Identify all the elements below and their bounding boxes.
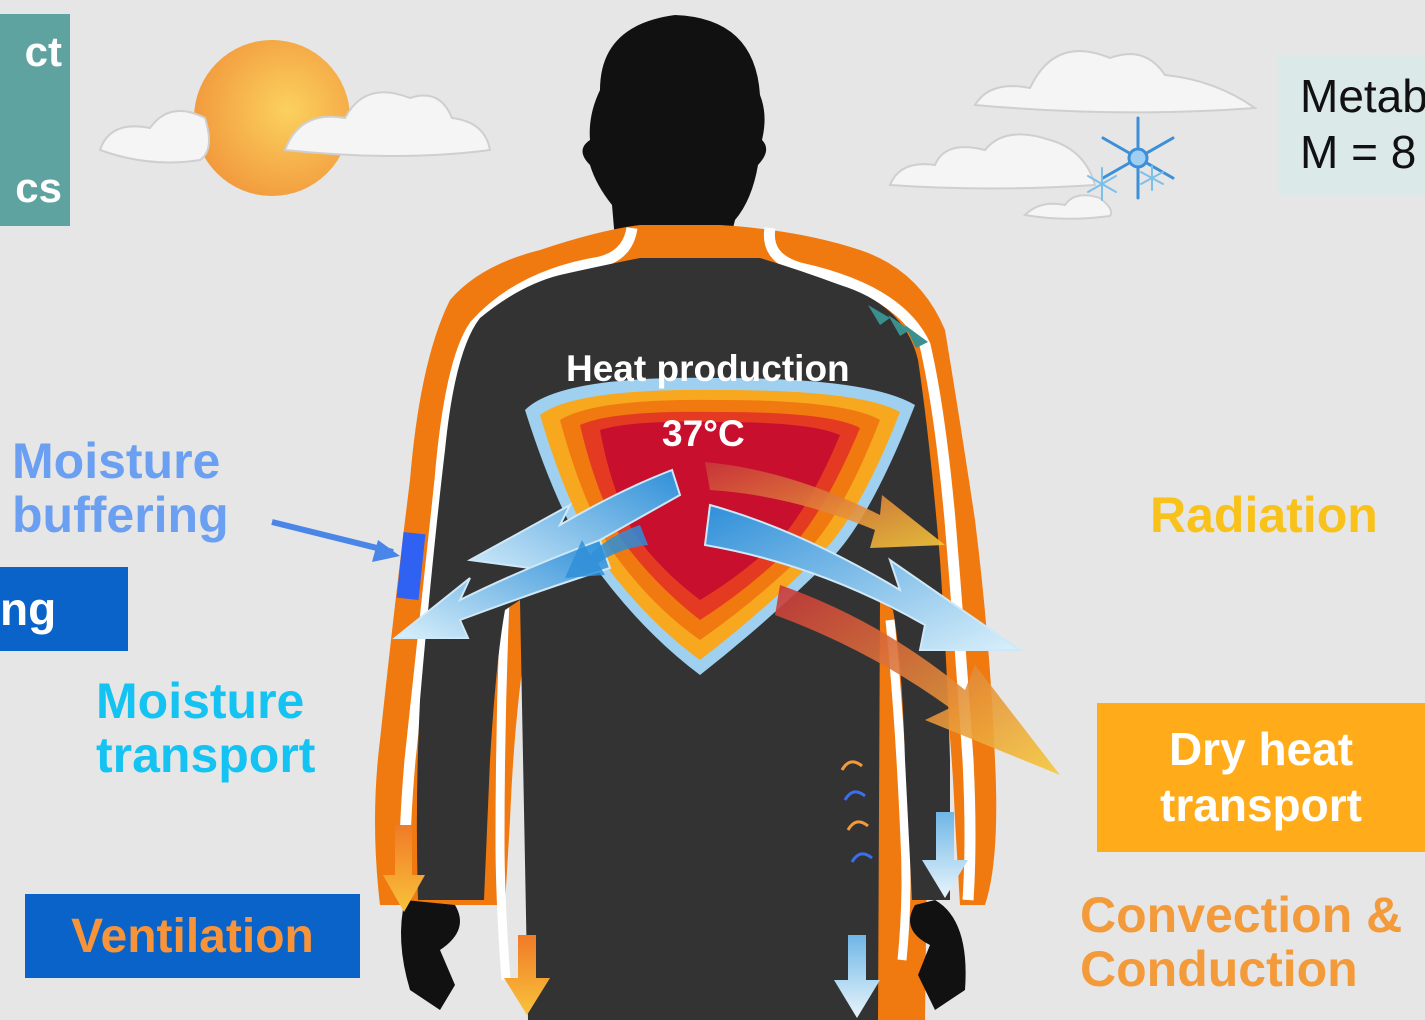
moisture-arrow-left-lower [392,538,612,639]
core-temperature-label: 37°C [662,413,745,454]
heat-production-label: Heat production [566,348,850,389]
shoulder-arrows-icon [868,305,928,348]
buffering-pointer-head [372,540,400,562]
moisture-transport-label: Moisture transport [96,674,315,782]
clothing-box: ng [0,567,128,651]
convection-line-2: Conduction [1080,941,1358,997]
top-left-info-box: ct cs [0,14,70,226]
sun-icon [194,40,350,196]
moisture-transport-line-2: transport [96,727,316,783]
snowflake-icon [1101,116,1175,200]
ventilation-arrow-bottom-right [834,935,880,1018]
metabolic-line-1: Metab [1300,70,1425,122]
moisture-arrow-small [565,525,648,578]
snowflake-icon [1087,165,1164,201]
buffering-pointer-line [271,519,394,555]
dry-heat-line-1: Dry heat [1168,723,1354,776]
dry-heat-line-2: transport [1160,778,1362,831]
ventilation-box: Ventilation [25,894,360,978]
heat-arrow-lower [775,585,1060,775]
metabolic-rate-box: Metab M = 8 [1278,55,1425,195]
buffering-marker [396,532,426,600]
heat-arrow-upper [705,462,945,548]
moisture-buffering-line-1: Moisture [12,433,221,489]
cloud-icon [98,91,492,164]
ventilation-arrow-right [922,812,968,898]
top-left-box-line-1: ct [24,28,62,75]
moisture-buffering-label: Moisture buffering [12,434,229,542]
ventilation-arrow-bottom [504,935,550,1015]
moisture-transport-line-1: Moisture [96,673,305,729]
metabolic-line-2: M = 8 [1300,126,1417,178]
convection-line-1: Convection & [1080,887,1403,943]
ventilation-arrow-left [383,825,425,912]
clothing-box-label: ng [0,583,57,635]
convection-curl-icon [840,760,873,863]
radiation-label: Radiation [1150,487,1378,543]
dry-heat-transport-box: Dry heat transport [1097,703,1425,852]
ventilation-label: Ventilation [71,909,314,963]
moisture-arrow-right [703,503,1024,651]
top-left-box-line-3: cs [15,164,62,211]
convection-conduction-label: Convection & Conduction [1080,888,1402,996]
cloud-icon [888,50,1258,220]
moisture-buffering-line-2: buffering [12,487,229,543]
